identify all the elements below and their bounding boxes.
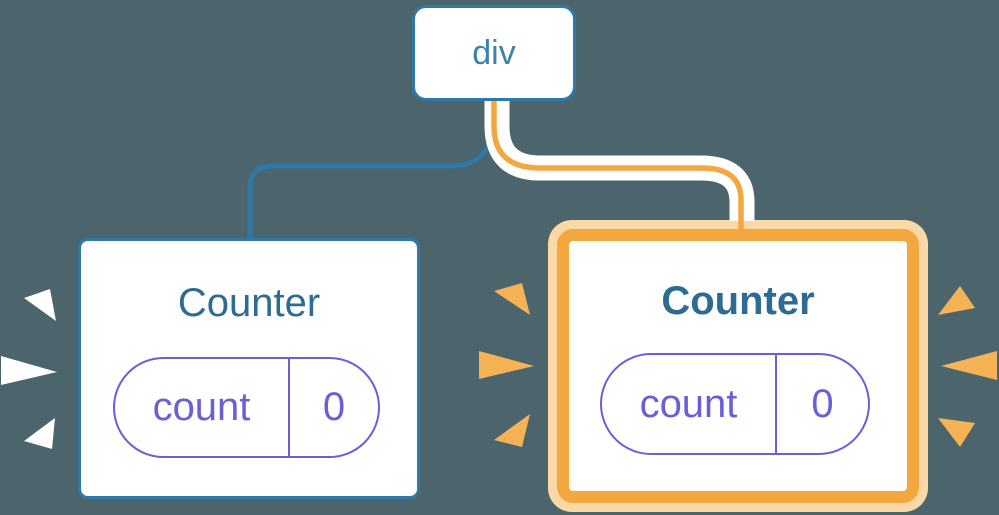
spark-icon — [494, 414, 530, 447]
spark-icon — [938, 286, 975, 315]
spark-icon — [479, 351, 534, 379]
counter-card-right: Counter count 0 — [548, 220, 928, 512]
state-value-left: 0 — [322, 385, 346, 429]
state-pill-left: count 0 — [113, 357, 380, 458]
state-key-right: count — [602, 355, 777, 453]
counter-card-right-body: Counter count 0 — [557, 229, 919, 503]
spark-icon — [1, 356, 57, 385]
state-key-left: count — [115, 359, 290, 456]
edge-to-left-counter — [247, 101, 495, 240]
state-value-right: 0 — [811, 381, 834, 426]
spark-icon — [494, 283, 530, 315]
spark-icon — [24, 418, 55, 449]
state-pill-right: count 0 — [600, 353, 870, 455]
counter-card-left: Counter count 0 — [78, 238, 420, 499]
div-node-label: div — [472, 33, 516, 72]
counter-card-left-title: Counter — [177, 281, 321, 325]
counter-card-right-title: Counter — [661, 279, 815, 323]
edge-to-right-counter-casing — [484, 100, 755, 221]
div-node: div — [412, 5, 576, 101]
spark-icon — [24, 289, 56, 321]
spark-icon — [941, 351, 997, 380]
spark-icon — [938, 418, 975, 447]
